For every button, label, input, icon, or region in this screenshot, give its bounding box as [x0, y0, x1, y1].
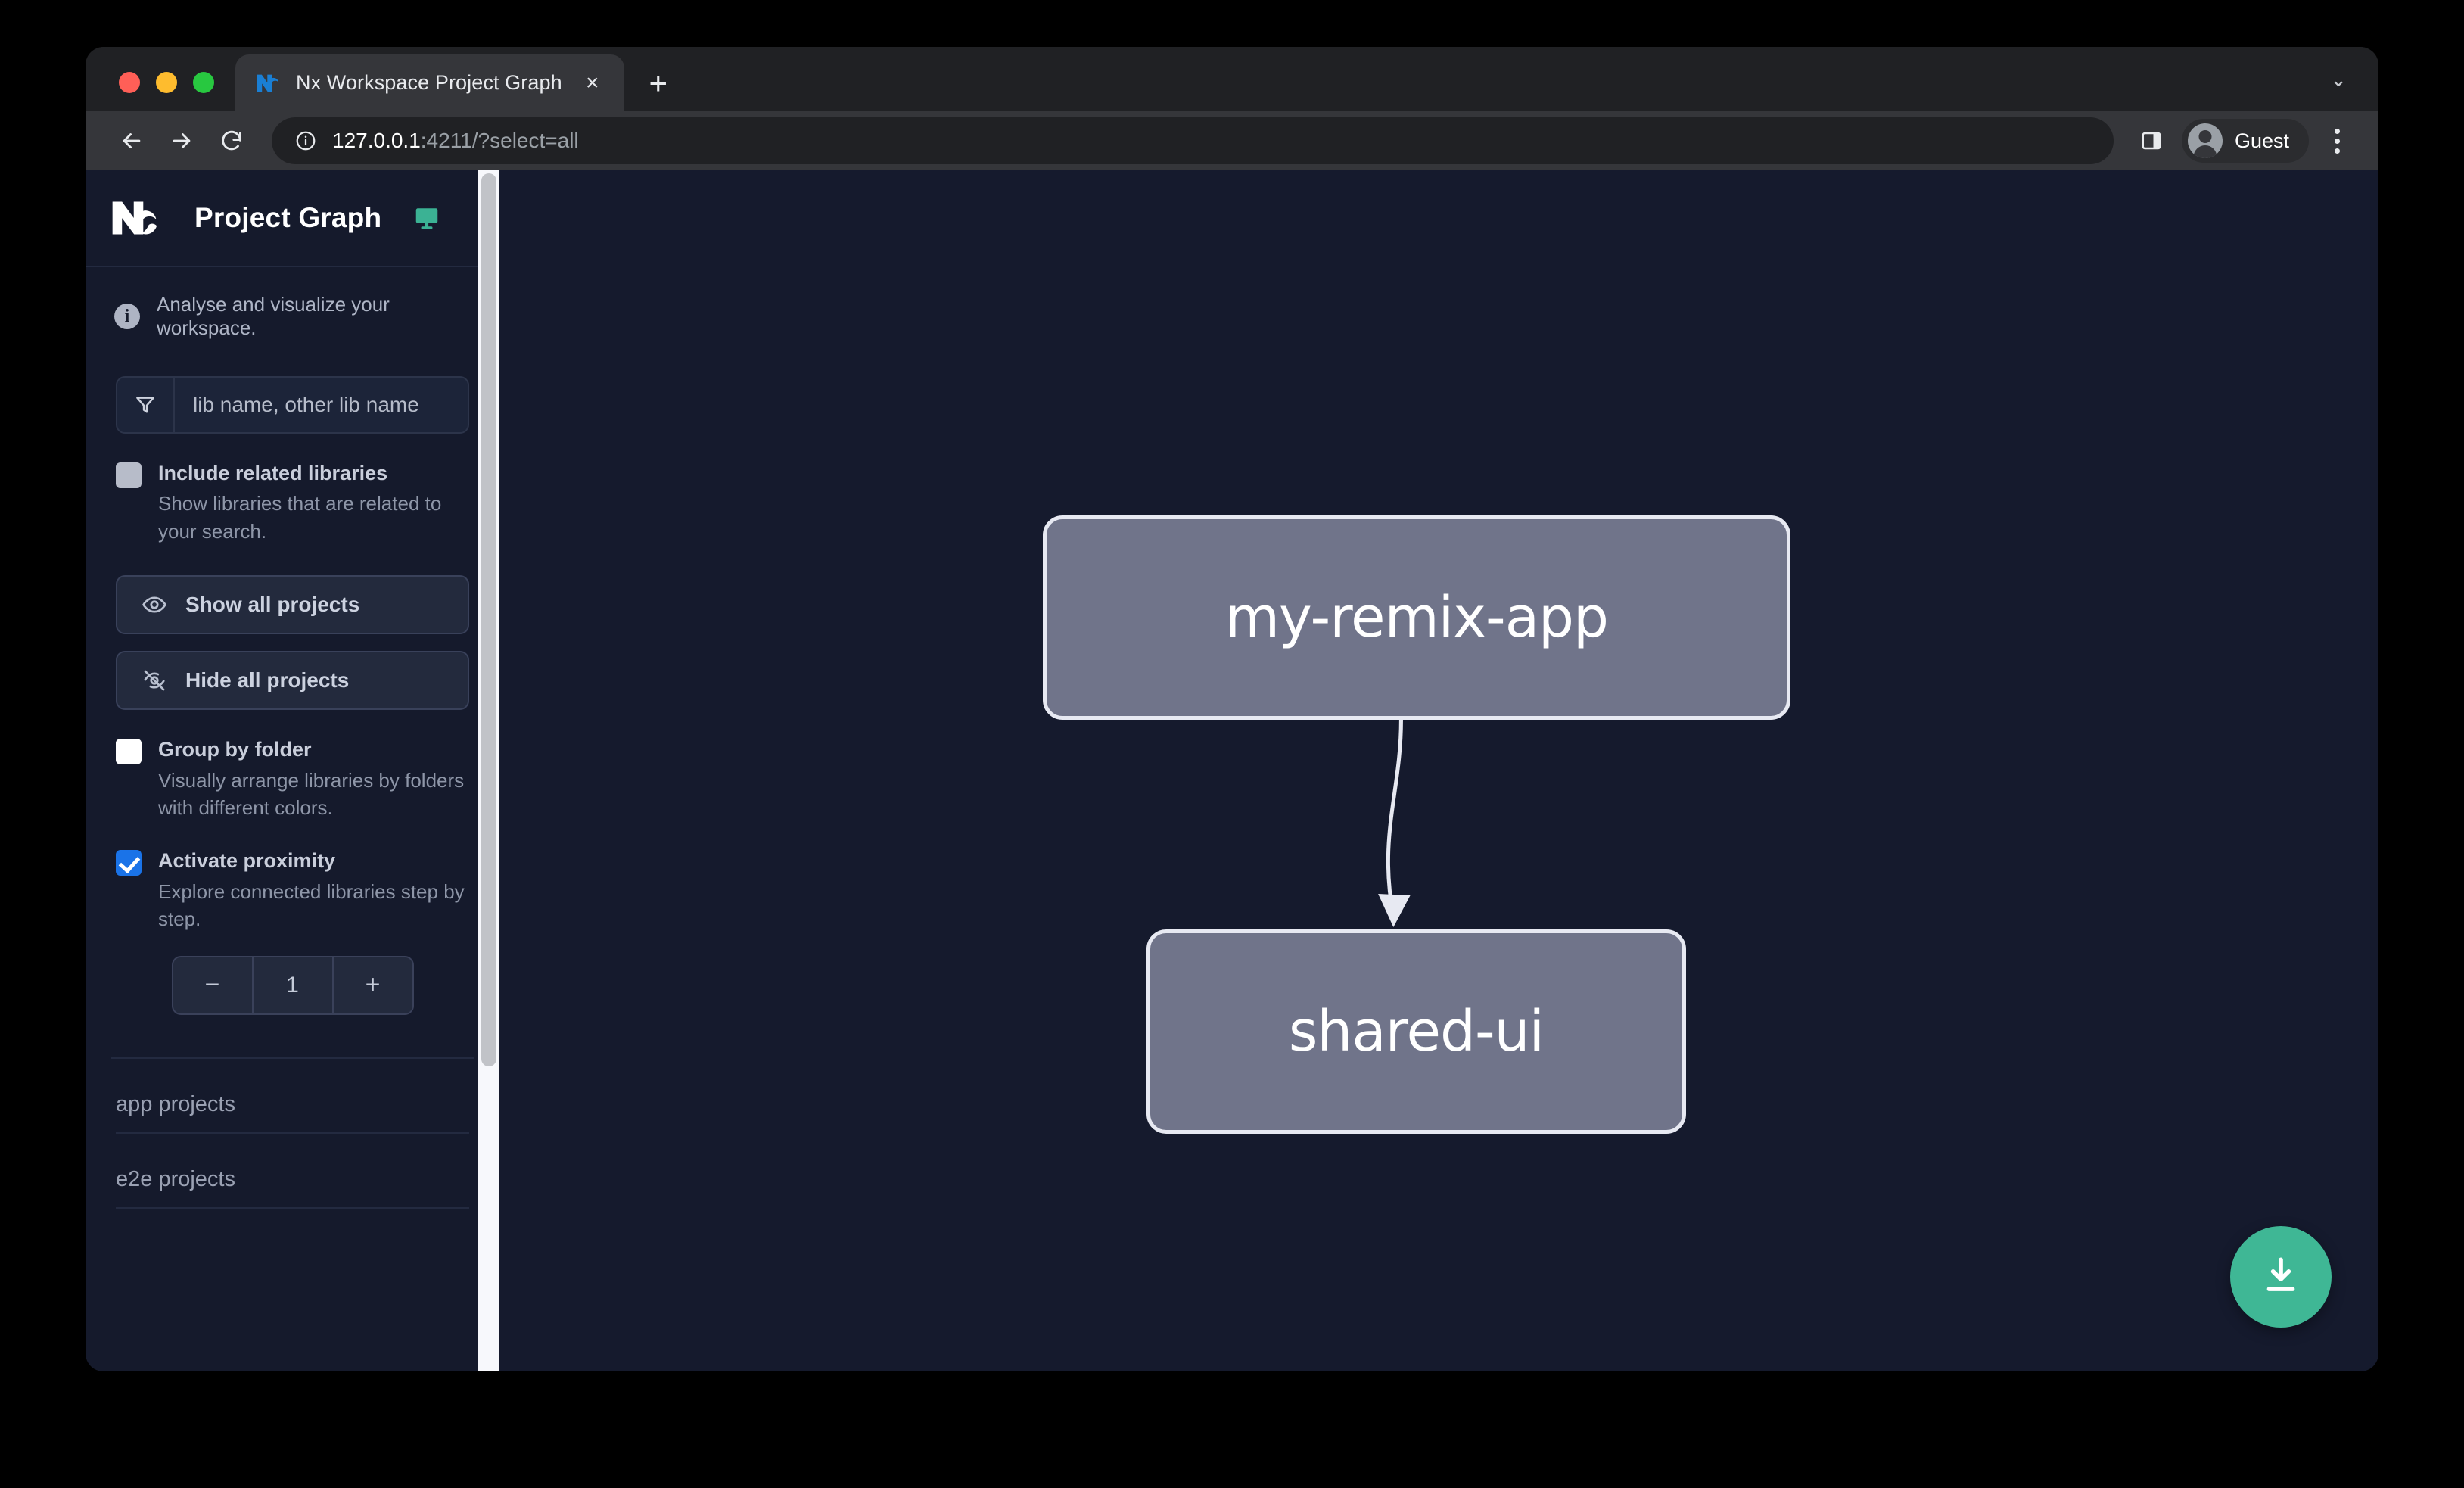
tab-title: Nx Workspace Project Graph: [296, 71, 562, 94]
section-app-projects[interactable]: app projects: [86, 1059, 499, 1134]
proximity-value: 1: [251, 957, 334, 1013]
window-traffic-lights: [86, 72, 214, 111]
option-description: Visually arrange libraries by folders wi…: [158, 768, 465, 820]
option-description: Explore connected libraries step by step…: [158, 879, 465, 931]
eye-off-icon: [142, 668, 167, 693]
checkbox-include-related-libraries[interactable]: [116, 462, 142, 488]
section-underline: [116, 1132, 469, 1134]
hide-all-projects-button[interactable]: Hide all projects: [116, 651, 469, 711]
download-icon: [2257, 1252, 2304, 1303]
option-text-group: Group by folder Visually arrange librari…: [158, 736, 469, 821]
section-title: app projects: [116, 1091, 235, 1116]
graph-node-my-remix-app[interactable]: my-remix-app: [1043, 515, 1790, 720]
download-graph-button[interactable]: [2230, 1226, 2332, 1328]
url-text: 127.0.0.1:4211/?select=all: [332, 129, 579, 153]
checkbox-group-by-folder[interactable]: [116, 739, 142, 765]
graph-edges: [1378, 719, 1411, 927]
reload-icon[interactable]: [208, 117, 255, 164]
graph-node-label: my-remix-app: [1224, 585, 1609, 650]
monitor-icon[interactable]: [413, 204, 440, 232]
edge-arrowhead: [1378, 894, 1411, 927]
new-tab-button[interactable]: +: [649, 65, 667, 101]
back-arrow-icon[interactable]: [108, 117, 155, 164]
address-bar[interactable]: 127.0.0.1:4211/?select=all: [272, 117, 2114, 164]
sidebar-info-row: i Analyse and visualize your workspace.: [86, 267, 499, 360]
avatar: [2187, 123, 2223, 158]
option-activate-proximity[interactable]: Activate proximity Explore connected lib…: [111, 821, 474, 932]
page-title: Project Graph: [194, 202, 382, 233]
profile-button[interactable]: Guest: [2181, 119, 2309, 163]
eye-icon: [142, 592, 167, 618]
chevron-down-icon[interactable]: ⌄: [2330, 68, 2347, 91]
sidebar-header: Project Graph: [86, 170, 499, 267]
maximize-window-button[interactable]: [193, 72, 214, 93]
search-input[interactable]: [175, 393, 484, 417]
close-tab-button[interactable]: ×: [585, 70, 599, 95]
browser-tab[interactable]: Nx Workspace Project Graph ×: [235, 54, 624, 111]
forward-arrow-icon[interactable]: [158, 117, 205, 164]
sidebar-info-text: Analyse and visualize your workspace.: [157, 293, 390, 339]
section-title: e2e projects: [116, 1166, 235, 1191]
nx-logo-icon: [255, 70, 281, 96]
option-description: Show libraries that are related to your …: [158, 492, 442, 543]
graph-node-shared-ui[interactable]: shared-ui: [1146, 929, 1686, 1134]
option-label: Group by folder: [158, 738, 312, 761]
url-host: 127.0.0.1: [332, 129, 421, 152]
show-all-projects-label: Show all projects: [185, 593, 360, 617]
url-path: :4211/?select=all: [420, 129, 579, 152]
graph-node-label: shared-ui: [1288, 999, 1545, 1064]
info-circle-icon[interactable]: [294, 129, 317, 152]
browser-tabstrip: Nx Workspace Project Graph × + ⌄: [86, 47, 2378, 111]
sidebar-divider: [111, 1057, 474, 1059]
option-group-by-folder[interactable]: Group by folder Visually arrange librari…: [111, 710, 474, 821]
sidebar-body: Include related libraries Show libraries…: [86, 360, 499, 1059]
profile-name: Guest: [2234, 129, 2289, 152]
hide-all-projects-label: Hide all projects: [185, 668, 350, 693]
sidebar-scrollbar-thumb[interactable]: [481, 173, 496, 1066]
edge-my-remix-app-to-shared-ui: [1386, 719, 1403, 917]
project-graph-canvas[interactable]: my-remix-app shared-ui: [499, 170, 2378, 1371]
checkbox-activate-proximity[interactable]: [116, 850, 142, 876]
option-label: Include related libraries: [158, 462, 388, 484]
browser-window: Nx Workspace Project Graph × + ⌄: [86, 47, 2378, 1371]
option-include-related-libraries[interactable]: Include related libraries Show libraries…: [111, 434, 474, 545]
side-panel-icon[interactable]: [2130, 120, 2173, 162]
proximity-decrement-button[interactable]: −: [204, 970, 220, 1000]
three-dot-menu-icon[interactable]: [2316, 117, 2357, 164]
nx-logo-icon: [111, 198, 169, 238]
search-box[interactable]: [116, 376, 484, 434]
option-text-group: Activate proximity Explore connected lib…: [158, 847, 469, 932]
option-text-group: Include related libraries Show libraries…: [158, 459, 469, 545]
page-content: Project Graph i Analyse and visualize yo…: [86, 170, 2378, 1371]
section-underline: [116, 1206, 469, 1209]
minimize-window-button[interactable]: [156, 72, 177, 93]
sidebar: Project Graph i Analyse and visualize yo…: [86, 170, 499, 1371]
section-e2e-projects[interactable]: e2e projects: [86, 1134, 499, 1209]
info-icon: i: [114, 304, 140, 329]
show-all-projects-button[interactable]: Show all projects: [116, 575, 469, 635]
close-window-button[interactable]: [119, 72, 140, 93]
sidebar-scrollbar[interactable]: [478, 170, 499, 1371]
option-label: Activate proximity: [158, 849, 336, 873]
filter-funnel-icon: [117, 378, 175, 432]
proximity-increment-button[interactable]: +: [365, 970, 381, 1000]
browser-toolbar: 127.0.0.1:4211/?select=all Guest: [86, 111, 2378, 170]
proximity-stepper[interactable]: − 1 +: [171, 955, 414, 1015]
